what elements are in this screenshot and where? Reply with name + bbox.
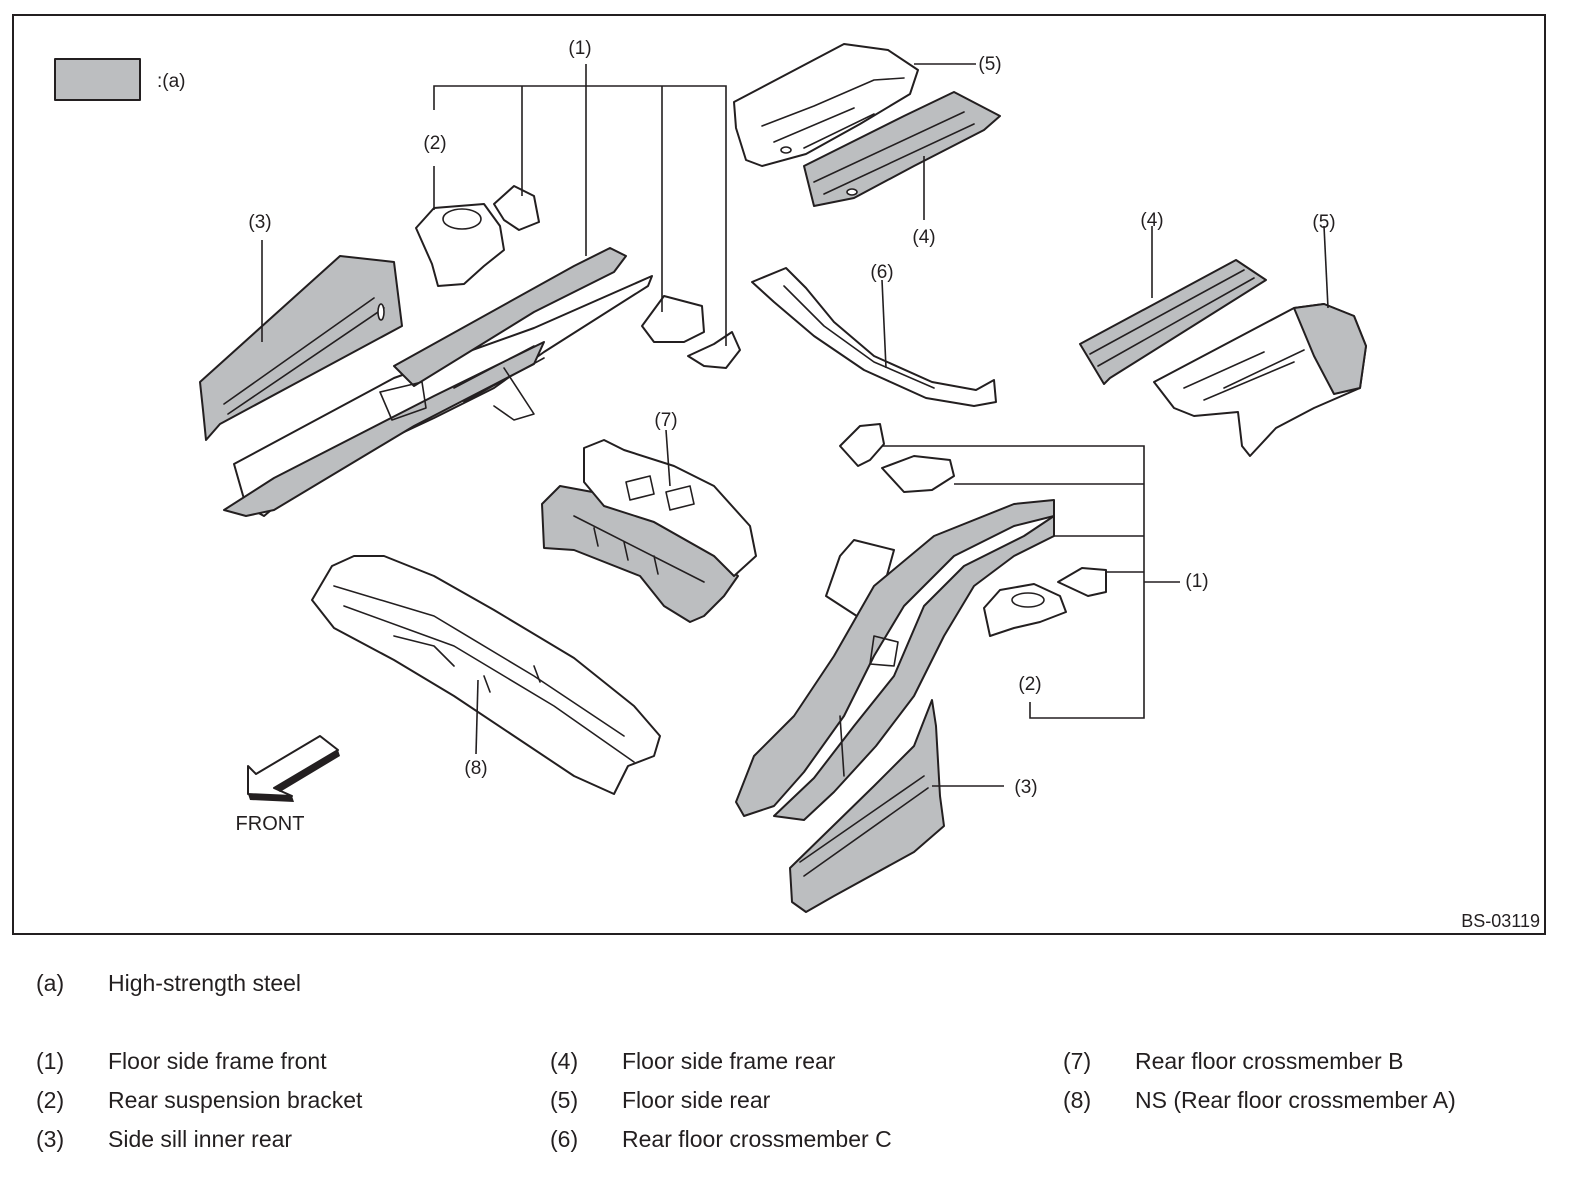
callout-2-right: (2) — [1018, 674, 1041, 695]
legend-number: (5) — [550, 1087, 579, 1113]
callout-6: (6) — [870, 262, 893, 283]
material-legend-text: High-strength steel — [108, 970, 302, 996]
material-legend: (a) High-strength steel — [36, 970, 301, 997]
frame-front-brackets-right — [839, 423, 1107, 597]
rear-floor-crossmember-b — [541, 439, 757, 623]
front-direction-arrow — [247, 735, 340, 802]
legend-item: (1) Floor side frame front — [36, 1048, 327, 1075]
legend-part-name: Rear floor crossmember C — [622, 1126, 892, 1152]
callout-4-top: (4) — [912, 227, 935, 248]
legend-number: (6) — [550, 1126, 579, 1152]
legend-item: (4) Floor side frame rear — [550, 1048, 835, 1075]
rear-floor-crossmember-a — [311, 555, 661, 795]
legend-number: (3) — [36, 1126, 65, 1152]
legend-item: (2) Rear suspension bracket — [36, 1087, 362, 1114]
callout-5-top: (5) — [978, 54, 1001, 75]
floor-side-rear-top — [733, 43, 919, 167]
legend-number: (8) — [1063, 1087, 1092, 1113]
legend-part-name: Side sill inner rear — [108, 1126, 293, 1152]
callout-7: (7) — [654, 410, 677, 431]
material-key-label: :(a) — [157, 71, 186, 92]
legend-item: (3) Side sill inner rear — [36, 1126, 292, 1153]
legend-item: (5) Floor side rear — [550, 1087, 770, 1114]
callout-2-left: (2) — [423, 133, 446, 154]
callout-leader-lines — [261, 63, 1329, 787]
legend-item: (6) Rear floor crossmember C — [550, 1126, 892, 1153]
material-legend-key: (a) — [36, 970, 65, 996]
side-sill-inner-rear-right — [789, 699, 945, 913]
legend-number: (1) — [36, 1048, 65, 1074]
diagram-canvas: :(a) — [54, 38, 1540, 931]
legend-part-name: Floor side frame front — [108, 1048, 327, 1074]
callout-1-top: (1) — [568, 38, 591, 59]
legend-part-name: Floor side frame rear — [622, 1048, 836, 1074]
callout-3-right: (3) — [1014, 777, 1037, 798]
legend-part-name: Rear suspension bracket — [108, 1087, 363, 1113]
floor-side-frame-rear-right — [1079, 259, 1267, 385]
legend-number: (4) — [550, 1048, 579, 1074]
callout-4-right: (4) — [1140, 210, 1163, 231]
callout-8: (8) — [464, 758, 487, 779]
legend-number: (7) — [1063, 1048, 1092, 1074]
legend-item: (8) NS (Rear floor crossmember A) — [1063, 1087, 1456, 1114]
legend-item: (7) Rear floor crossmember B — [1063, 1048, 1403, 1075]
figure-code: BS-03119 — [1461, 911, 1540, 931]
rear-suspension-bracket-left — [415, 203, 505, 287]
legend-part-name: Floor side rear — [622, 1087, 771, 1113]
floor-side-rear-right — [1153, 303, 1367, 457]
exploded-parts-diagram: :(a) — [12, 14, 1546, 935]
rear-suspension-bracket-right — [983, 583, 1067, 637]
side-sill-inner-rear-left — [199, 255, 403, 441]
floor-side-frame-front-left — [223, 247, 653, 517]
floor-side-frame-rear-top — [803, 91, 1001, 207]
callout-3-left: (3) — [248, 212, 271, 233]
callout-5-right: (5) — [1312, 212, 1335, 233]
front-label: FRONT — [236, 813, 305, 835]
frame-front-brackets-left — [493, 185, 741, 369]
legend-number: (2) — [36, 1087, 65, 1113]
callout-1-right: (1) — [1185, 571, 1208, 592]
material-swatch-a — [54, 58, 141, 101]
legend-part-name: NS (Rear floor crossmember A) — [1135, 1087, 1456, 1113]
rear-floor-crossmember-c — [751, 267, 997, 407]
legend-part-name: Rear floor crossmember B — [1135, 1048, 1404, 1074]
